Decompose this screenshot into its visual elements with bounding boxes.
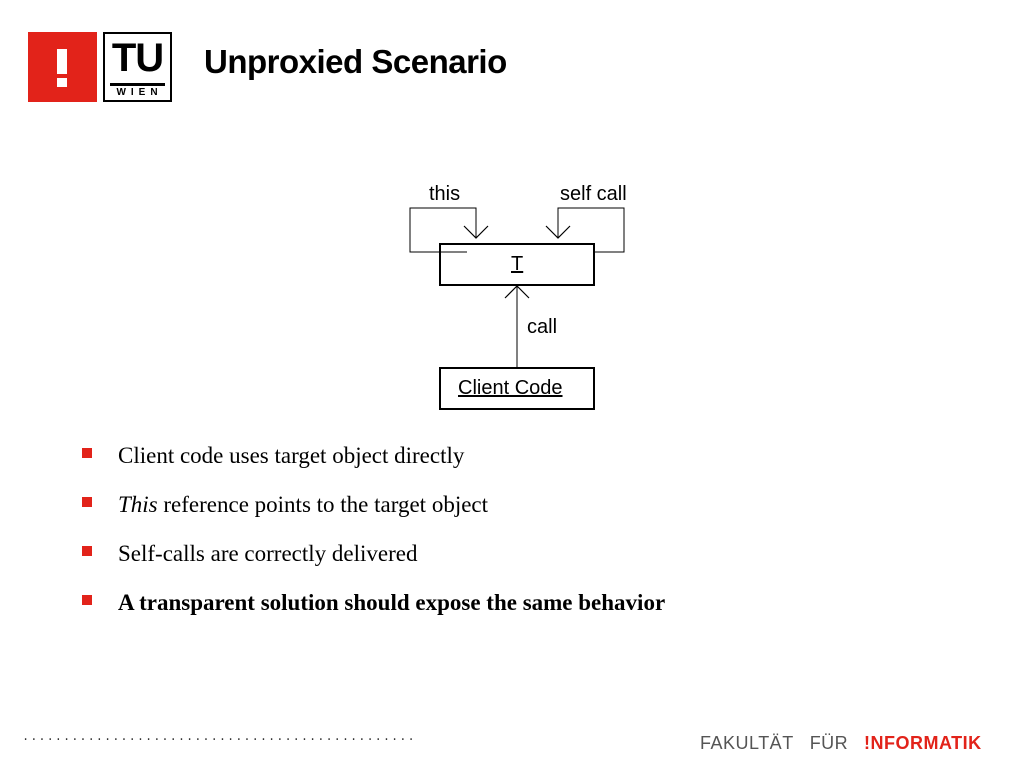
label-call: call	[527, 316, 558, 338]
exclamation-dot	[57, 78, 67, 87]
bullet-text: A transparent solution should expose the…	[118, 590, 666, 615]
bullet-text: Self-calls are correctly delivered	[118, 541, 418, 566]
call-arrowhead	[504, 285, 530, 299]
self-call-loop-line	[557, 207, 625, 253]
tu-wien-logo: TU WIEN	[103, 32, 172, 102]
bullet-square-icon	[82, 497, 92, 507]
bullet-item: Client code uses target object directly	[82, 440, 665, 489]
bullet-list: Client code uses target object directly …	[82, 440, 665, 636]
logo-rule	[110, 83, 165, 86]
box-t-rect	[439, 243, 595, 286]
footer-fakultat: FAKULTÄT	[700, 733, 794, 753]
exclamation-bar	[57, 49, 67, 74]
bullet-square-icon	[82, 595, 92, 605]
bullet-text: reference points to the target object	[157, 492, 489, 517]
box-client-label: Client Code	[458, 377, 563, 399]
box-t-label: T	[511, 253, 524, 275]
bullet-item: Self-calls are correctly delivered	[82, 538, 665, 587]
footer-fur: FÜR	[809, 733, 849, 753]
label-self-call: self call	[560, 183, 627, 205]
this-loop-line	[409, 207, 477, 253]
footer-faculty: FAKULTÄT FÜR	[700, 732, 848, 754]
bullet-square-icon	[82, 546, 92, 556]
footer-dotted-rule: ........................................…	[22, 730, 416, 744]
slide-title: Unproxied Scenario	[204, 43, 507, 80]
self-call-arrowhead	[545, 225, 571, 239]
bullet-text-italic: This	[118, 492, 158, 517]
exclamation-logo	[28, 32, 97, 102]
this-arrowhead	[463, 225, 489, 239]
bullet-square-icon	[82, 448, 92, 458]
bullet-text: Client code uses target object directly	[118, 443, 465, 468]
bullet-item: This reference points to the target obje…	[82, 489, 665, 538]
logo-wien-text: WIEN	[116, 87, 163, 98]
footer-informatik-logo: !NFORMATIK	[864, 733, 982, 753]
logo-tu-text: TU	[111, 36, 164, 80]
bullet-item: A transparent solution should expose the…	[82, 587, 665, 636]
label-this: this	[429, 183, 461, 205]
